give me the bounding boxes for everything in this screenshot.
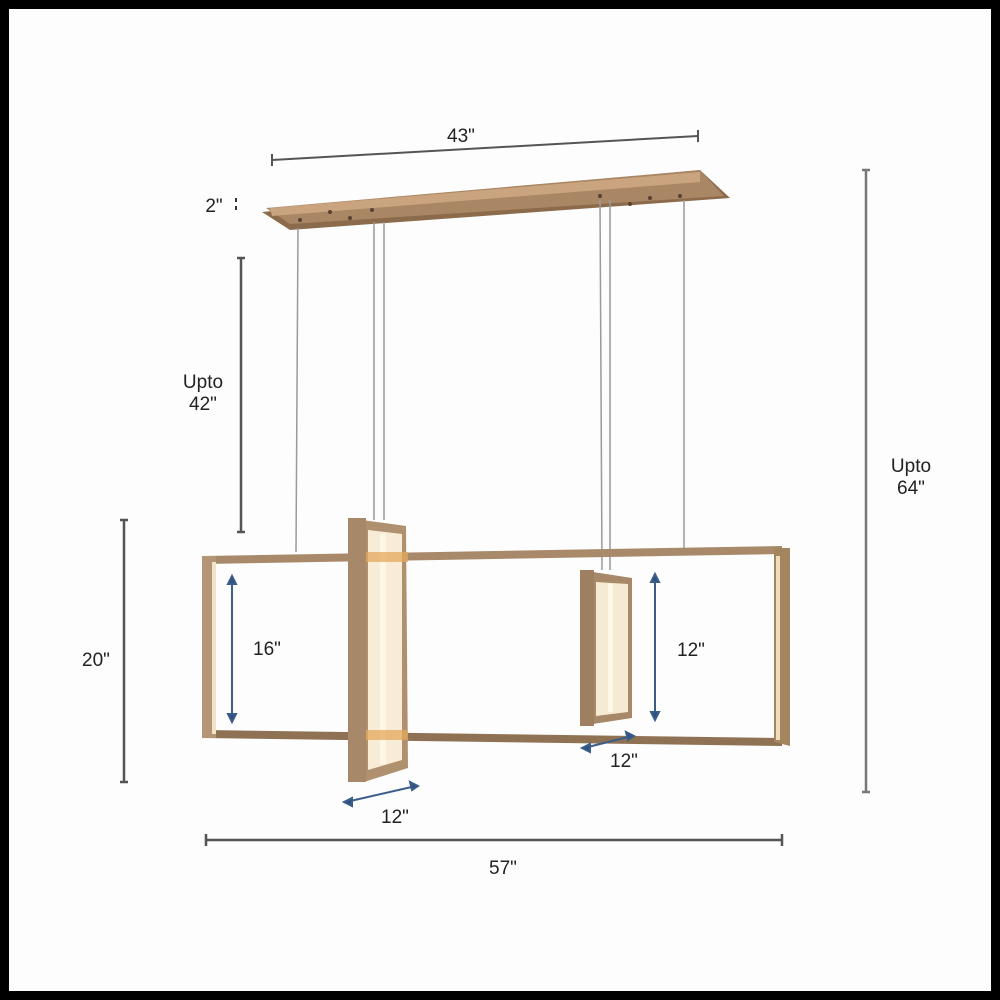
- right-panel-width-label: 12": [610, 751, 638, 772]
- right-vertical-panel: [580, 570, 632, 726]
- total-height-label: Upto 64": [890, 456, 932, 499]
- total-height-dimension-line: [862, 168, 870, 794]
- blue-dimension-arrows: [226, 571, 661, 808]
- total-width-dimension-line: [204, 834, 784, 846]
- total-width-label: 57": [489, 858, 517, 879]
- fixture-height-label: 20": [82, 650, 110, 671]
- ceiling-canopy: [262, 170, 730, 230]
- suspension-length-label: Upto 42": [182, 372, 224, 415]
- left-vertical-panel: [348, 518, 408, 782]
- left-panel-width-label: 12": [381, 807, 409, 828]
- canopy-height-label: 2": [205, 196, 223, 217]
- canopy-length-dimension-line: [271, 130, 699, 166]
- right-panel-height-label: 12": [677, 640, 705, 661]
- suspension-cables: [295, 199, 685, 571]
- left-panel-height-label: 16": [253, 639, 281, 660]
- diagram-canvas: 43" 2" Upto 42" Upto 64" 20" 16" 12" 12"…: [9, 9, 991, 991]
- suspension-dimension-line: [237, 256, 245, 534]
- canopy-length-label: 43": [447, 126, 475, 147]
- fixture-height-dimension-line: [120, 518, 128, 784]
